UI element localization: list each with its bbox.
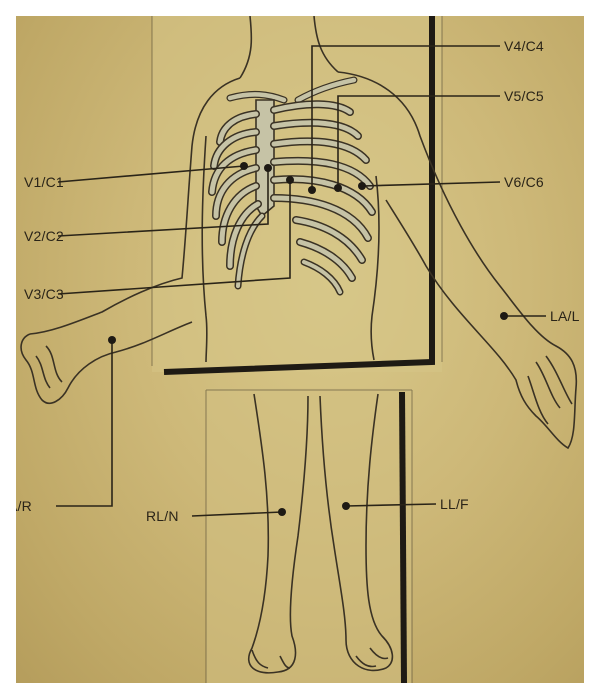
label-rl: RL/N [146,508,179,524]
electrode-dot-v2 [264,164,272,172]
electrode-dot-ra [108,336,116,344]
label-v1: V1/C1 [24,174,64,190]
legs-panel [206,388,412,683]
legs-panel-border [402,392,404,683]
leader-ra [56,340,112,506]
label-v4: V4/C4 [504,38,544,54]
electrode-dot-v6 [358,182,366,190]
label-ll: LL/F [440,496,469,512]
electrode-dot-ll [342,502,350,510]
electrode-dot-v4 [308,186,316,194]
label-ra: A/R [16,498,32,514]
label-la: LA/L [550,308,580,324]
electrode-dot-la [500,312,508,320]
label-v2: V2/C2 [24,228,64,244]
electrode-dot-rl [278,508,286,516]
ecg-electrode-placement-diagram: V4/C4 V5/C5 V1/C1 V6/C6 V2/C2 V3/C3 LA/L… [16,16,584,683]
diagram-canvas: V4/C4 V5/C5 V1/C1 V6/C6 V2/C2 V3/C3 LA/L… [16,16,584,683]
electrode-dot-v1 [240,162,248,170]
torso-panel [152,16,442,372]
background-panels [152,16,442,683]
label-v3: V3/C3 [24,286,64,302]
electrode-dot-v3 [286,176,294,184]
label-v6: V6/C6 [504,174,544,190]
electrode-dot-v5 [334,184,342,192]
right-hand-fingers [36,346,62,388]
label-v5: V5/C5 [504,88,544,104]
